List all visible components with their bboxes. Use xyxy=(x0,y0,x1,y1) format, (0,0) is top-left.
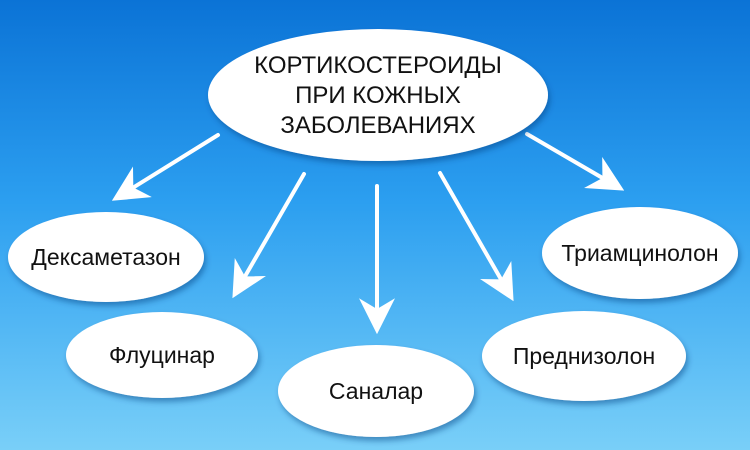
arrow-to-deksametazon xyxy=(111,133,220,201)
node-prednizolon: Преднизолон xyxy=(482,311,686,401)
central-node: КОРТИКОСТЕРОИДЫ ПРИ КОЖНЫХ ЗАБОЛЕВАНИЯХ xyxy=(208,29,548,161)
central-title-line-3: ЗАБОЛЕВАНИЯХ xyxy=(280,112,475,139)
node-label: Триамцинолон xyxy=(561,240,718,266)
node-triamcinolon: Триамцинолон xyxy=(542,207,738,299)
node-fluцinar: Флуцинар xyxy=(66,312,258,398)
arrows xyxy=(111,132,625,335)
arrow-to-fluцinar xyxy=(232,172,306,299)
central-title-line-2: ПРИ КОЖНЫХ xyxy=(295,82,461,109)
node-sanalar: Саналар xyxy=(278,345,474,437)
node-label: Саналар xyxy=(329,378,423,404)
arrow-to-prednizolon xyxy=(438,171,514,302)
node-label: Флуцинар xyxy=(109,342,215,368)
node-label: Преднизолон xyxy=(513,343,655,369)
node-label: Дексаметазон xyxy=(31,244,180,270)
arrow-to-triamcinolon xyxy=(525,132,625,191)
node-deksametazon: Дексаметазон xyxy=(8,212,204,302)
central-title-line-1: КОРТИКОСТЕРОИДЫ xyxy=(254,52,502,79)
